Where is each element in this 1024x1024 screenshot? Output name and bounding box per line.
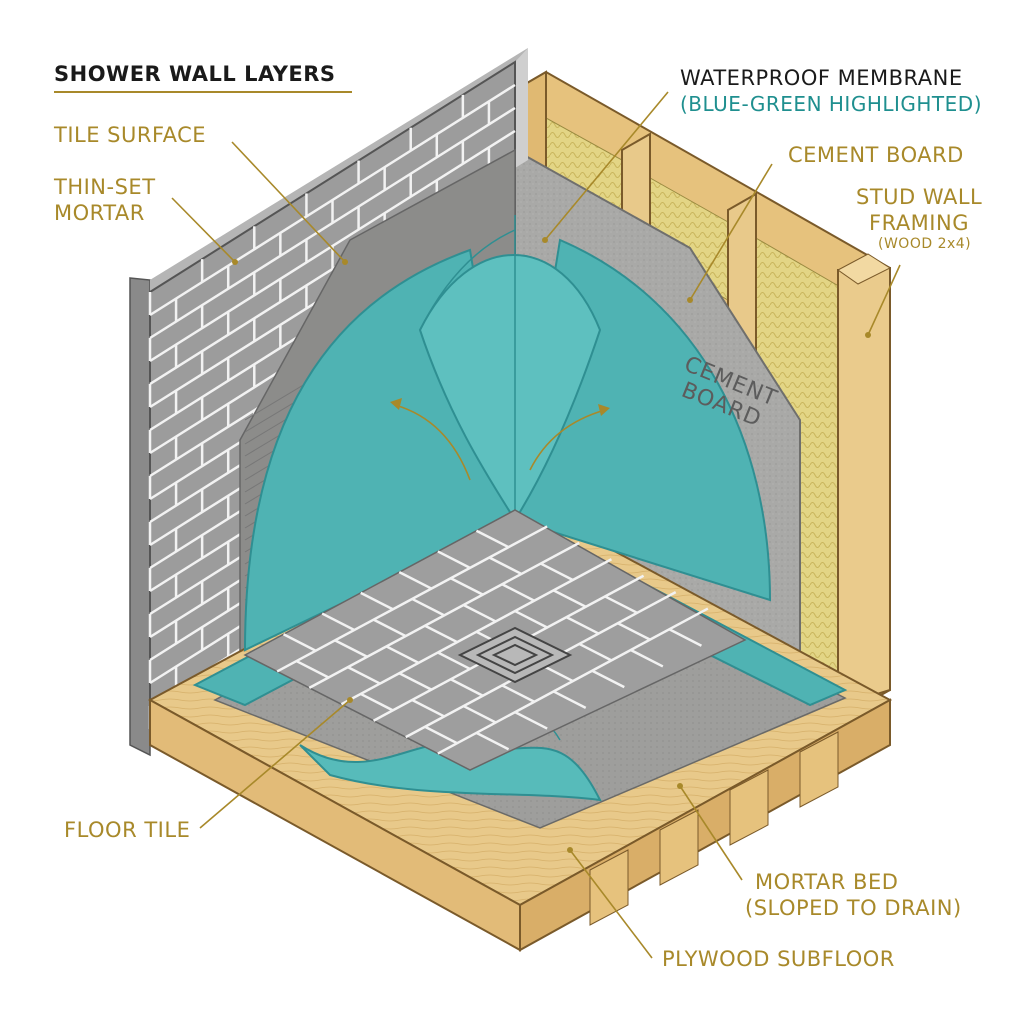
- label-thinset-line1: THIN-SET: [54, 175, 156, 199]
- label-mortar-line1: MORTAR BED: [755, 870, 899, 894]
- drain-grate: [457, 626, 573, 684]
- membrane-arrows: [394, 404, 606, 481]
- label-cement-board: CEMENT BOARD: [788, 143, 964, 167]
- floor-tile-area: [243, 509, 747, 771]
- label-membrane: WATERPROOF MEMBRANE: [680, 66, 963, 90]
- label-tile-surface: TILE SURFACE: [54, 123, 207, 147]
- diagram-title: SHOWER WALL LAYERS: [54, 62, 336, 86]
- label-plywood: PLYWOOD SUBFLOOR: [662, 947, 895, 971]
- label-floor-tile: FLOOR TILE: [64, 818, 191, 842]
- label-membrane-note: (BLUE-GREEN HIGHLIGHTED): [680, 92, 982, 116]
- leader-dots: [232, 237, 871, 853]
- label-stud-line2: FRAMING: [869, 211, 969, 235]
- label-mortar-line2: (SLOPED TO DRAIN): [745, 896, 962, 920]
- leader-lines: [171, 91, 901, 959]
- label-thinset-line2: MORTAR: [54, 201, 145, 225]
- title-underline: [54, 91, 352, 93]
- label-stud-line1: STUD WALL: [856, 185, 983, 209]
- arrow-heads: [390, 398, 610, 416]
- label-stud-note: (WOOD 2x4): [878, 236, 972, 252]
